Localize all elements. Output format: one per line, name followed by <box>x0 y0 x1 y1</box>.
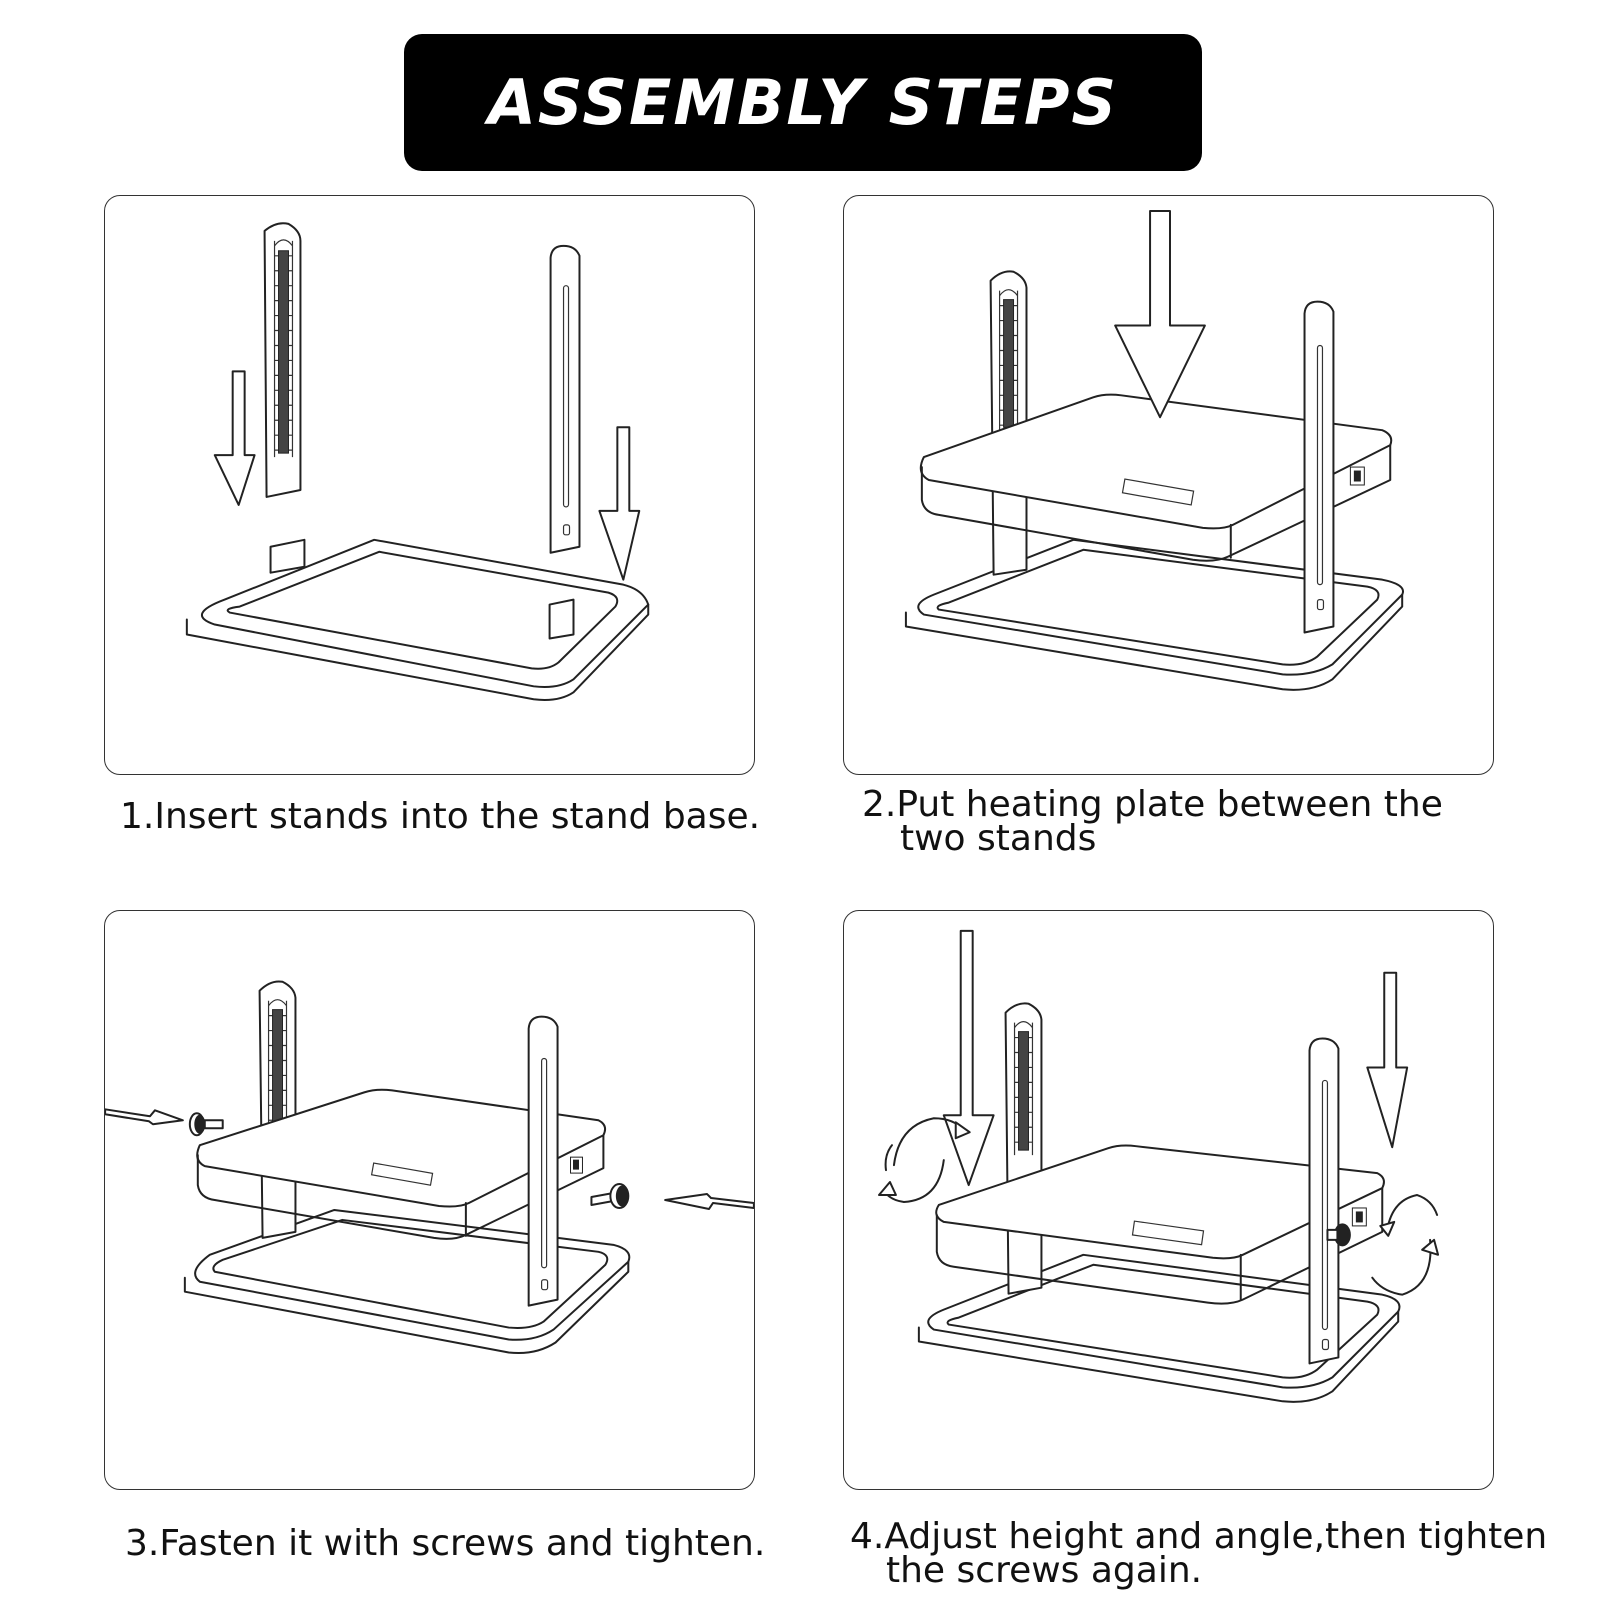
step-1-drawing <box>185 222 650 701</box>
step-1-illustration <box>104 195 755 775</box>
step-4-drawing <box>878 929 1440 1403</box>
rotate-icon <box>1371 1194 1440 1296</box>
right-stand <box>1308 1037 1340 1365</box>
step-1-text: 1.Insert stands into the stand base. <box>120 796 761 837</box>
arrow-down-icon <box>1366 971 1409 1149</box>
step-2-caption: 2.Put heating plate between the two stan… <box>862 787 1443 859</box>
left-stand <box>1004 1002 1043 1295</box>
screw-icon <box>590 1183 630 1209</box>
heating-plate <box>196 1088 607 1240</box>
left-stand <box>263 222 302 498</box>
right-stand <box>549 244 581 554</box>
step-4-illustration <box>843 910 1494 1490</box>
step-4-text-line1: 4.Adjust height and angle,then tighten <box>850 1516 1548 1557</box>
arrow-down-icon <box>942 929 995 1187</box>
page-title: ASSEMBLY STEPS <box>487 66 1119 139</box>
rotate-icon <box>878 1117 971 1203</box>
right-stand <box>1303 300 1335 634</box>
arrow-down-icon <box>213 370 256 506</box>
right-stand <box>527 1015 559 1307</box>
title-banner: ASSEMBLY STEPS <box>404 34 1202 171</box>
arrow-down-icon <box>1114 209 1206 419</box>
stand-base <box>183 1208 631 1354</box>
step-2-text-line1: 2.Put heating plate between the <box>862 784 1443 825</box>
step-2-text-line2: two stands <box>900 818 1097 859</box>
heating-plate <box>935 1144 1385 1305</box>
step-2-drawing <box>904 209 1404 691</box>
arrow-left-icon <box>664 1193 754 1210</box>
screw-icon <box>1326 1223 1351 1247</box>
arrow-right-icon <box>105 1108 184 1126</box>
stand-base <box>904 538 1404 691</box>
step-3-illustration <box>104 910 755 1490</box>
screw-icon <box>188 1112 224 1137</box>
step-3-text: 3.Fasten it with screws and tighten. <box>125 1523 766 1564</box>
base-slots <box>269 538 575 640</box>
step-3-caption: 3.Fasten it with screws and tighten. <box>125 1526 765 1562</box>
step-4-text-line2: the screws again. <box>886 1550 1203 1591</box>
arrow-down-icon <box>598 426 641 581</box>
stand-base <box>917 1253 1401 1403</box>
left-stand <box>258 980 297 1239</box>
step-2-illustration <box>843 195 1494 775</box>
stand-base <box>185 538 650 701</box>
step-1-caption: 1.Insert stands into the stand base. <box>120 799 760 835</box>
step-4-caption: 4.Adjust height and angle,then tighten t… <box>850 1519 1547 1591</box>
heating-plate <box>919 393 1393 562</box>
step-3-drawing <box>105 980 754 1354</box>
